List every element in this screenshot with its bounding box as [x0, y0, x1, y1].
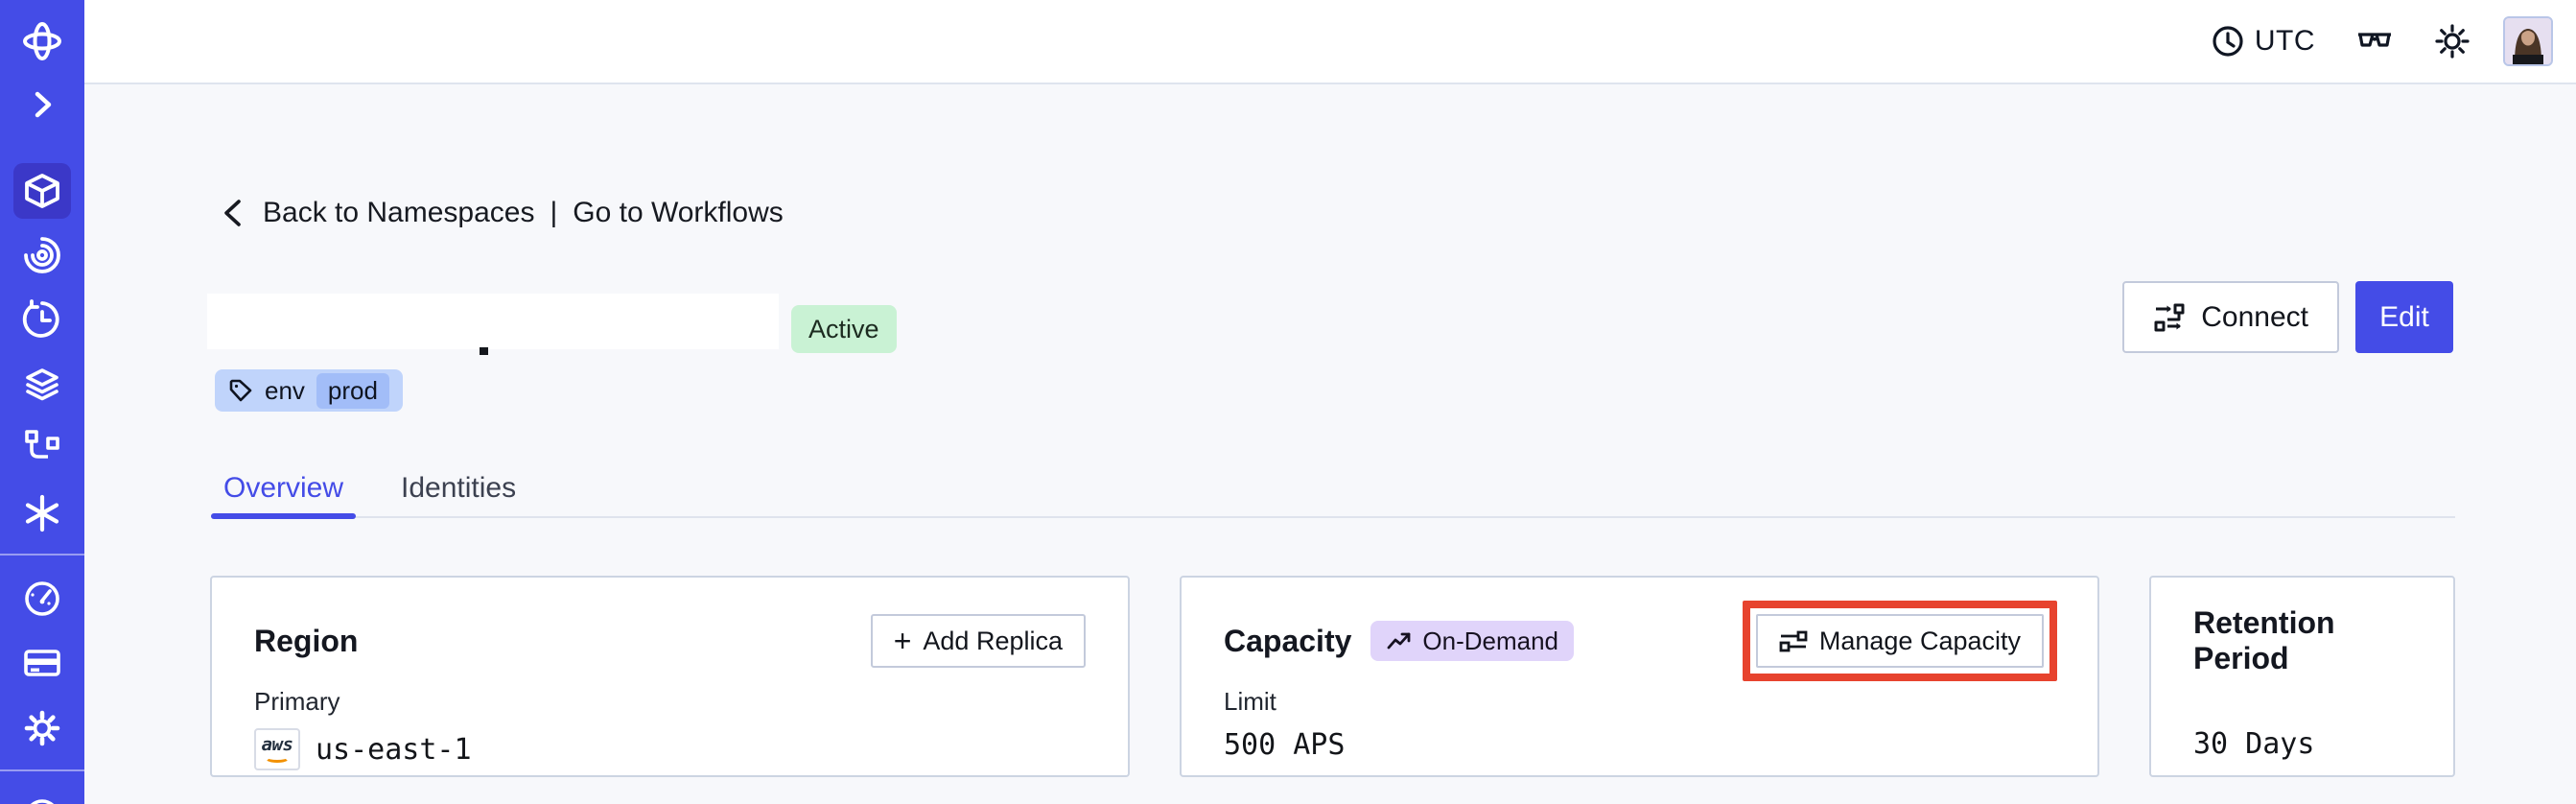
breadcrumb: Back to Namespaces | Go to Workflows [219, 192, 784, 234]
region-primary-label: Primary [254, 687, 340, 716]
tag-key: env [265, 375, 305, 405]
add-replica-label: Add Replica [923, 626, 1063, 655]
sliders-icon [1779, 627, 1808, 654]
aws-provider-icon: aws [254, 728, 300, 770]
go-to-workflows-link[interactable]: Go to Workflows [573, 197, 784, 228]
ondemand-badge-label: On-Demand [1422, 626, 1559, 655]
namespace-page: Back to Namespaces | Go to Workflows Act… [84, 84, 2576, 804]
labs-glasses-icon[interactable] [2355, 25, 2394, 58]
connect-button[interactable]: Connect [2122, 281, 2339, 353]
aws-smile-arc [265, 753, 290, 763]
capacity-card: Capacity On-Demand [1180, 576, 2099, 777]
tag-icon [228, 378, 253, 403]
topbar: UTC [84, 0, 2576, 84]
temporal-logo-icon [0, 13, 84, 69]
back-to-namespaces-link[interactable]: Back to Namespaces [263, 197, 535, 228]
ondemand-badge: On-Demand [1370, 621, 1575, 661]
connect-flow-icon [2153, 301, 2186, 334]
sidebar-item-usage[interactable] [0, 571, 84, 627]
user-avatar[interactable] [2503, 16, 2553, 66]
back-chevron-icon[interactable] [219, 197, 247, 229]
retention-value: 30 Days [2193, 727, 2315, 761]
edit-button[interactable]: Edit [2355, 281, 2453, 353]
aws-wordmark: aws [261, 734, 293, 755]
sidebar [0, 0, 84, 804]
timezone-selector[interactable]: UTC [2211, 24, 2315, 59]
capacity-card-title: Capacity [1224, 623, 1352, 658]
region-value-row: aws us-east-1 [254, 728, 1086, 770]
sidebar-item-namespaces[interactable] [13, 163, 71, 219]
tab-overview[interactable]: Overview [211, 460, 357, 519]
sidebar-divider [0, 554, 84, 556]
overview-cards: Region + Add Replica Primary aws us-east… [210, 576, 2455, 777]
sidebar-item-billing[interactable] [0, 635, 84, 691]
tag-value-chip: prod [316, 372, 389, 409]
breadcrumb-separator: | [550, 197, 558, 228]
sidebar-item-nexus[interactable] [0, 419, 84, 475]
namespace-tag: env prod [215, 369, 403, 412]
theme-sun-icon[interactable] [2434, 23, 2471, 59]
region-card: Region + Add Replica Primary aws us-east… [210, 576, 1130, 777]
trend-up-icon [1386, 629, 1413, 652]
sidebar-item-schedules[interactable] [0, 292, 84, 347]
annotation-highlight-box: Manage Capacity [1742, 601, 2057, 681]
sidebar-item-workflows[interactable] [0, 227, 84, 283]
sidebar-expand-button[interactable] [0, 77, 84, 132]
retention-card: Retention Period 30 Days [2149, 576, 2455, 777]
status-badge: Active [791, 305, 897, 353]
capacity-value: 500 APS [1224, 728, 1346, 762]
sidebar-divider [0, 769, 84, 771]
namespace-title-redacted [207, 294, 779, 349]
capacity-limit-label: Limit [1224, 687, 1276, 716]
header-actions: Connect Edit [2122, 281, 2453, 353]
add-replica-button[interactable]: + Add Replica [870, 614, 1086, 668]
retention-card-title: Retention Period [2193, 605, 2335, 675]
tab-bar: Overview Identities [211, 460, 2455, 519]
manage-capacity-label: Manage Capacity [1818, 626, 2021, 655]
region-value: us-east-1 [316, 732, 472, 767]
plus-icon: + [893, 624, 912, 658]
connect-button-label: Connect [2201, 300, 2308, 333]
timezone-label: UTC [2254, 25, 2315, 57]
edit-button-label: Edit [2379, 300, 2429, 333]
sidebar-item-help[interactable] [0, 789, 84, 804]
region-card-title: Region [254, 623, 359, 658]
tab-identities[interactable]: Identities [401, 472, 517, 504]
namespace-title-artifact [480, 347, 488, 355]
manage-capacity-button[interactable]: Manage Capacity [1755, 614, 2044, 668]
sidebar-item-batch[interactable] [0, 485, 84, 541]
sidebar-item-settings[interactable] [0, 700, 84, 756]
sidebar-item-deployments[interactable] [0, 357, 84, 413]
clock-icon [2211, 24, 2245, 59]
